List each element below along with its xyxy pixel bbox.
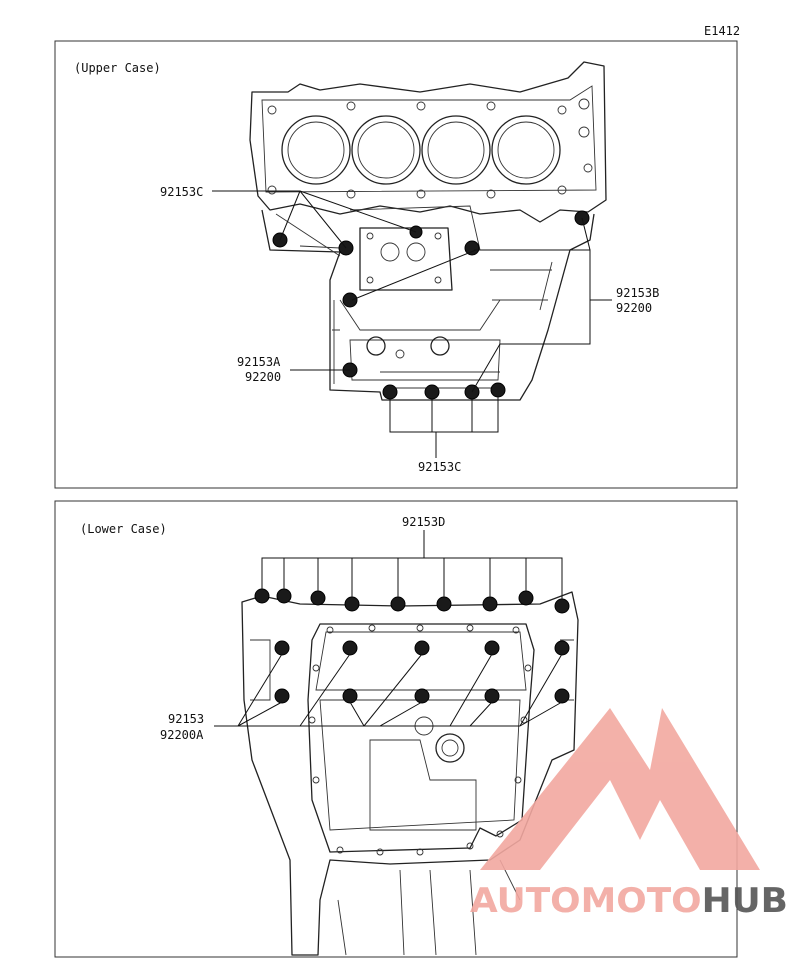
part-label: 92153C	[418, 460, 461, 474]
part-label: 92200A	[160, 728, 204, 742]
upper-bolts	[272, 210, 590, 400]
part-label: 92200	[616, 301, 652, 315]
part-label: 92200	[245, 370, 281, 384]
part-label: 92153C	[160, 185, 203, 199]
lower-bolts	[254, 588, 570, 704]
upper-case-panel: (Upper Case)	[54, 40, 738, 489]
lower-crankcase-drawing	[241, 591, 579, 956]
lower-panel-title: (Lower Case)	[80, 522, 167, 536]
diagram-code: E1412	[704, 24, 740, 38]
part-label: 92153B	[616, 286, 659, 300]
lower-leaders	[214, 530, 563, 727]
part-label: 92153	[168, 712, 204, 726]
part-label: 92153D	[402, 515, 445, 529]
upper-leaders	[212, 190, 612, 458]
watermark-logo-icon	[480, 708, 760, 870]
upper-panel-title: (Upper Case)	[74, 61, 161, 75]
part-label: 92153A	[237, 355, 281, 369]
upper-panel-frame	[54, 40, 738, 489]
